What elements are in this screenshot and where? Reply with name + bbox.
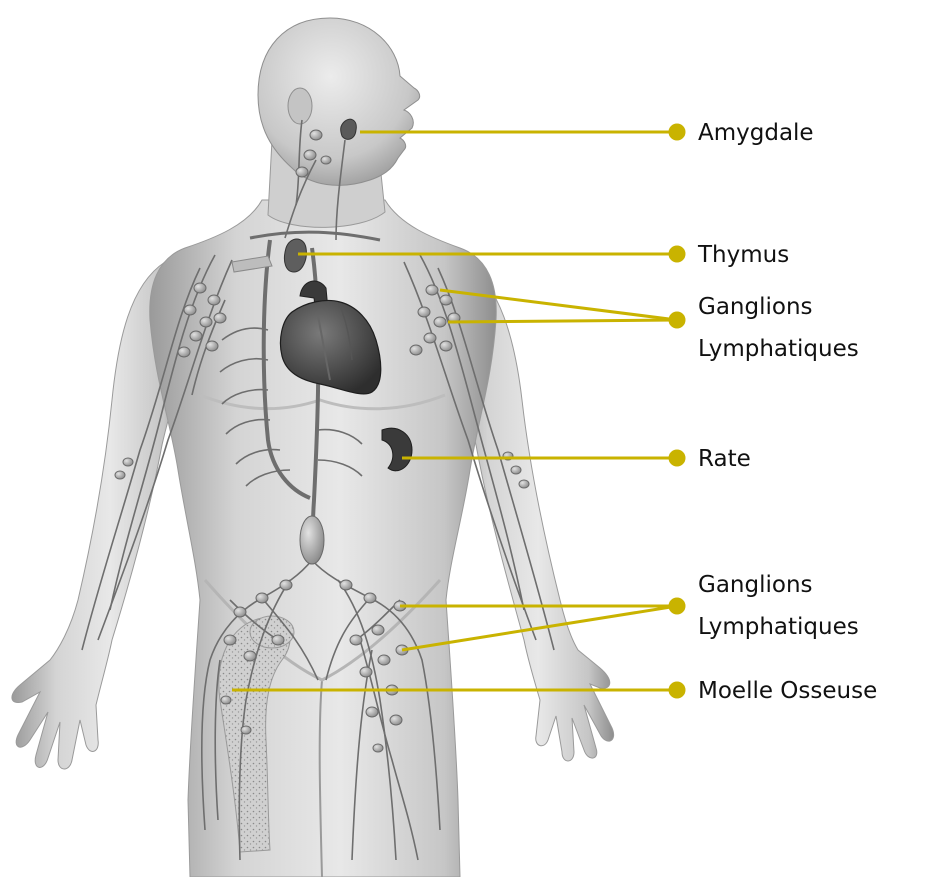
label-ganglions-upper-line1: Ganglions: [698, 290, 813, 324]
label-ganglions-upper-line2: Lymphatiques: [698, 332, 859, 366]
human-body: [12, 18, 614, 877]
label-rate: Rate: [698, 442, 751, 476]
label-amygdale: Amygdale: [698, 116, 814, 150]
label-moelle-osseuse: Moelle Osseuse: [698, 674, 877, 708]
ear: [288, 88, 312, 124]
label-ganglions-lower-line1: Ganglions: [698, 568, 813, 602]
leader-ganglions-upper-b: [448, 320, 677, 322]
label-thymus: Thymus: [698, 238, 789, 272]
label-ganglions-lower-line2: Lymphatiques: [698, 610, 859, 644]
cisterna-chyli: [300, 516, 324, 564]
